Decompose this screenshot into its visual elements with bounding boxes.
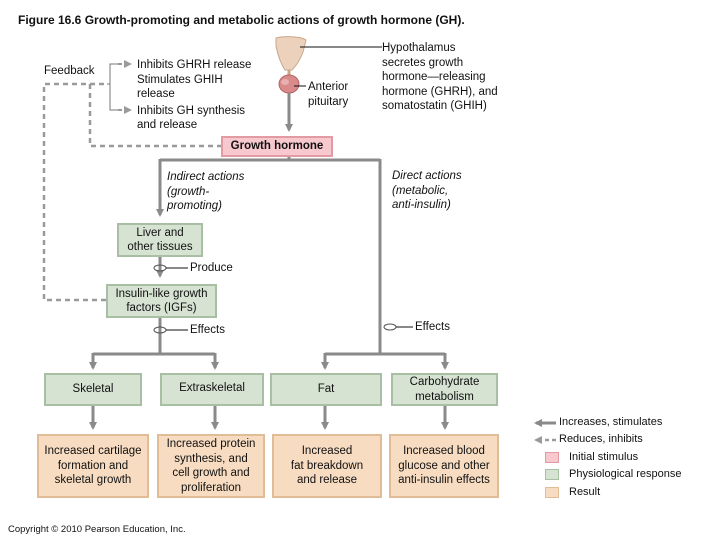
direct-line: anti-insulin) bbox=[392, 199, 451, 211]
carbohydrate-box: Carbohydrate metabolism bbox=[391, 373, 498, 406]
hypothalamus-line: hormone—releasing bbox=[382, 71, 486, 83]
figure-title: Figure 16.6 Growth-promoting and metabol… bbox=[18, 13, 465, 27]
result-line: formation and bbox=[57, 459, 129, 472]
result-line: Increased bbox=[301, 445, 353, 458]
result-line: Increased blood bbox=[403, 445, 485, 458]
legend-increases-label: Increases, stimulates bbox=[559, 416, 663, 428]
result-line: glucose and other bbox=[398, 459, 490, 472]
effects-right-label: Effects bbox=[415, 321, 450, 333]
pituitary-label-line: pituitary bbox=[308, 95, 349, 108]
legend-physio: Physiological response bbox=[545, 468, 682, 480]
feedback-line: Stimulates GHIH bbox=[137, 73, 223, 86]
produce-label: Produce bbox=[190, 262, 233, 274]
effects-left-label: Effects bbox=[190, 324, 225, 336]
result-fat-box: Increased fat breakdown and release bbox=[272, 434, 382, 498]
skeletal-box: Skeletal bbox=[44, 373, 142, 406]
igf-line: Insulin-like growth bbox=[115, 287, 208, 300]
growth-hormone-label: Growth hormone bbox=[230, 140, 324, 153]
fat-box: Fat bbox=[270, 373, 382, 406]
extraskeletal-label: Extraskeletal bbox=[179, 382, 245, 394]
result-line: proliferation bbox=[180, 481, 242, 494]
pituitary-illustration bbox=[275, 36, 307, 94]
indirect-actions-label: Indirect actions (growth- promoting) bbox=[167, 170, 244, 214]
fat-label: Fat bbox=[317, 383, 335, 396]
result-line: skeletal growth bbox=[54, 474, 132, 487]
result-line: Increased protein bbox=[166, 438, 256, 450]
result-line: cell growth and bbox=[172, 467, 250, 479]
result-line: and release bbox=[296, 474, 358, 487]
direct-line: Direct actions bbox=[392, 170, 462, 182]
feedback-effects: Inhibits GHRH release Stimulates GHIH re… bbox=[137, 58, 251, 133]
feedback-line: release bbox=[137, 88, 175, 100]
legend-result-swatch bbox=[545, 486, 559, 498]
legend-increases: Increases, stimulates bbox=[559, 416, 662, 428]
legend-result-label: Result bbox=[569, 486, 601, 498]
liver-line: Liver and bbox=[136, 226, 184, 239]
result-line: fat breakdown bbox=[290, 459, 364, 472]
hypothalamus-line: Hypothalamus bbox=[382, 42, 456, 54]
hypothalamus-label: Hypothalamus secretes growth hormone—rel… bbox=[382, 41, 498, 114]
result-line: Increased cartilage bbox=[44, 445, 142, 458]
legend-physio-swatch bbox=[545, 468, 559, 480]
result-cartilage-box: Increased cartilage formation and skelet… bbox=[37, 434, 149, 498]
hypothalamus-line: somatostatin (GHIH) bbox=[382, 100, 487, 112]
legend-reduces-label: Reduces, inhibits bbox=[559, 433, 643, 445]
direct-line: (metabolic, bbox=[392, 184, 449, 197]
liver-line: other tissues bbox=[127, 241, 193, 253]
carbohydrate-line: Carbohydrate bbox=[409, 376, 480, 388]
legend-physio-label: Physiological response bbox=[569, 468, 682, 480]
igf-box: Insulin-like growth factors (IGFs) bbox=[106, 284, 217, 318]
extraskeletal-box: Extraskeletal bbox=[160, 373, 264, 406]
liver-box: Liver and other tissues bbox=[117, 223, 203, 257]
hypothalamus-line: hormone (GHRH), and bbox=[382, 85, 498, 98]
feedback-line: Inhibits GHRH release bbox=[137, 59, 252, 71]
feedback-label: Feedback bbox=[44, 65, 95, 77]
pituitary-label-line: Anterior bbox=[308, 81, 349, 93]
indirect-line: promoting) bbox=[167, 200, 222, 212]
anterior-pituitary-label: Anterior pituitary bbox=[308, 80, 348, 109]
indirect-line: Indirect actions bbox=[167, 171, 245, 183]
result-glucose-box: Increased blood glucose and other anti-i… bbox=[389, 434, 499, 498]
legend-initial: Initial stimulus bbox=[545, 451, 638, 463]
result-protein-box: Increased protein synthesis, and cell gr… bbox=[157, 434, 265, 498]
feedback-line: Inhibits GH synthesis bbox=[137, 104, 246, 117]
result-line: synthesis, and bbox=[174, 452, 248, 465]
skeletal-label: Skeletal bbox=[72, 383, 114, 396]
legend-reduces: Reduces, inhibits bbox=[559, 433, 643, 445]
legend-initial-swatch bbox=[545, 451, 559, 463]
legend-initial-label: Initial stimulus bbox=[569, 451, 639, 463]
hypothalamus-line: secretes growth bbox=[382, 56, 464, 69]
legend-result: Result bbox=[545, 486, 600, 498]
feedback-line: and release bbox=[137, 119, 198, 131]
copyright-notice: Copyright © 2010 Pearson Education, Inc. bbox=[8, 524, 186, 535]
direct-actions-label: Direct actions (metabolic, anti-insulin) bbox=[392, 169, 462, 213]
igf-line: factors (IGFs) bbox=[126, 302, 197, 314]
carbohydrate-line: metabolism bbox=[415, 390, 474, 403]
indirect-line: (growth- bbox=[167, 185, 210, 198]
result-line: anti-insulin effects bbox=[398, 474, 490, 487]
growth-hormone-box: Growth hormone bbox=[221, 136, 333, 157]
